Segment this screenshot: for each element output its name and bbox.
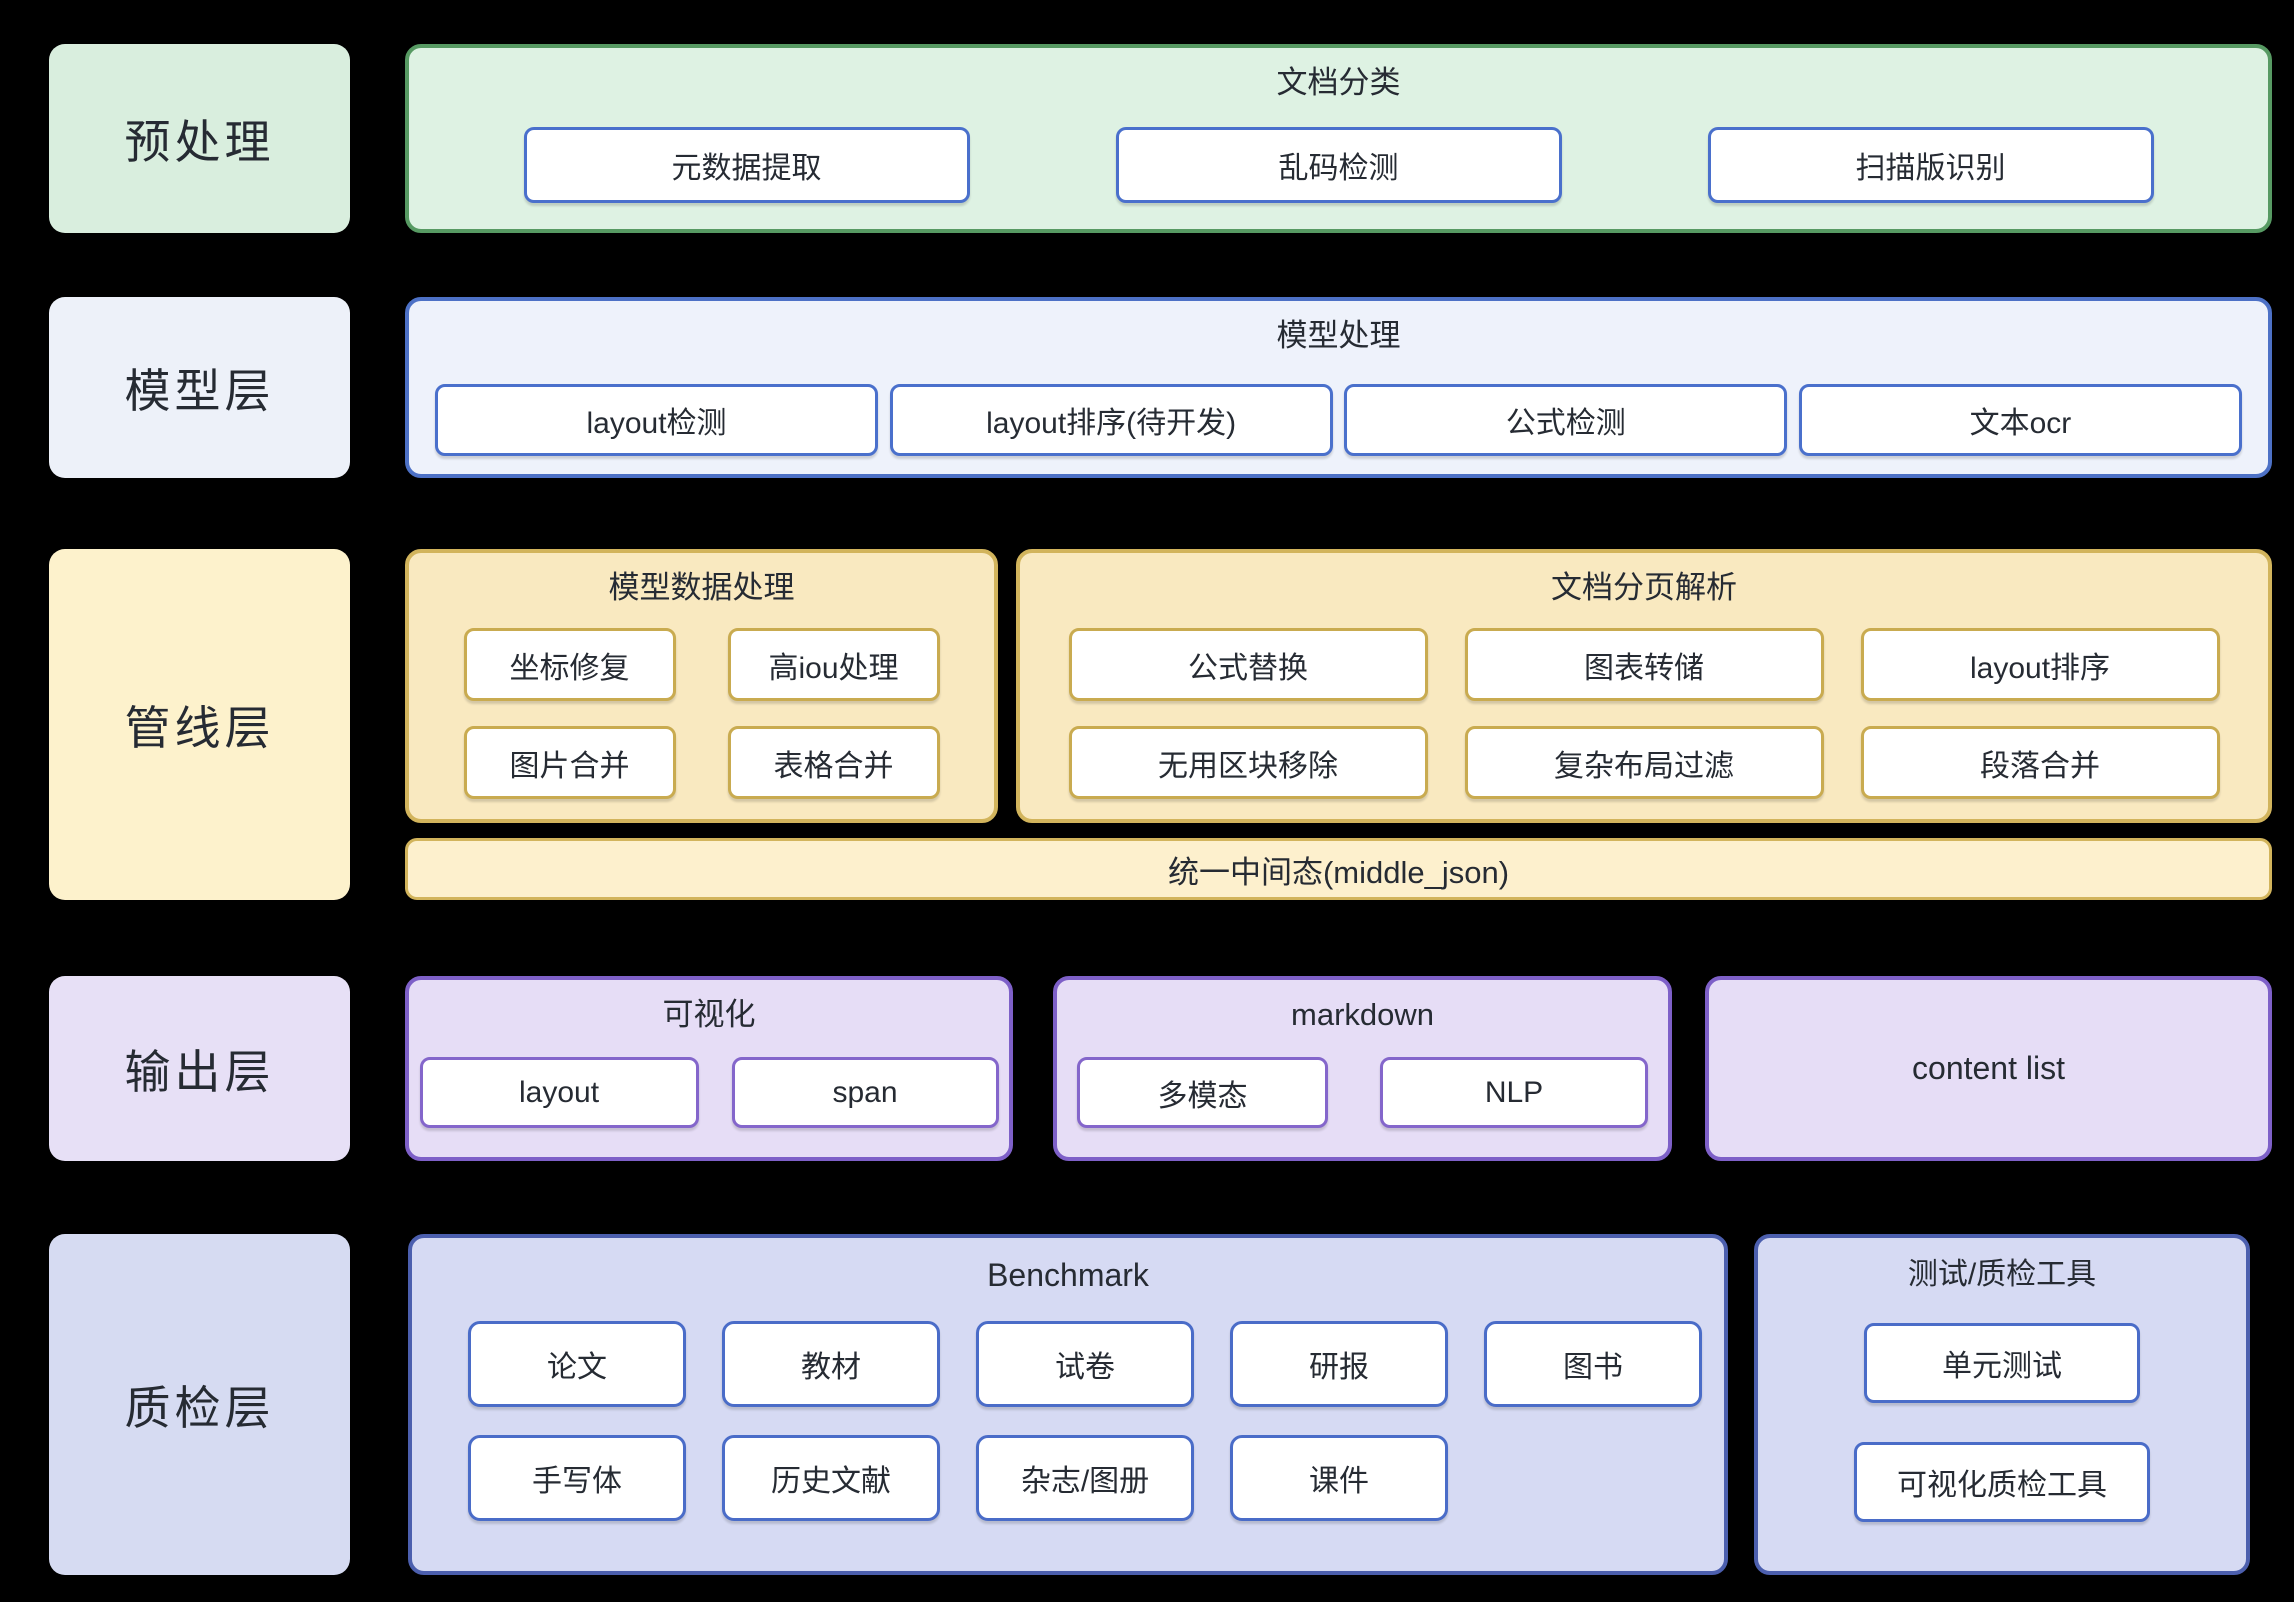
- node-magazines-albums: 杂志/图册: [976, 1435, 1194, 1521]
- node-garbled-text-detection: 乱码检测: [1115, 127, 1562, 203]
- node-paragraph-merge: 段落合并: [1860, 726, 2220, 799]
- model-data-row-1: 坐标修复 高iou处理: [409, 628, 994, 701]
- node-image-merge: 图片合并: [463, 726, 676, 799]
- node-high-iou-processing: 高iou处理: [727, 628, 940, 701]
- visualization-nodes: layout span: [409, 1057, 1009, 1128]
- node-exam-papers: 试卷: [976, 1321, 1194, 1407]
- node-metadata-extraction: 元数据提取: [523, 127, 970, 203]
- node-text-ocr: 文本ocr: [1798, 384, 2242, 456]
- panel-page-parsing: 文档分页解析 公式替换 图表转储 layout排序 无用区块移除 复杂布局过滤 …: [1016, 549, 2272, 823]
- panel-benchmark-title: Benchmark: [987, 1257, 1149, 1293]
- layer-label-model: 模型层: [49, 297, 350, 478]
- node-scanned-doc-recognition: 扫描版识别: [1707, 127, 2154, 203]
- node-layout-detection: layout检测: [435, 384, 878, 456]
- panel-model-processing: 模型处理 layout检测 layout排序(待开发) 公式检测 文本ocr: [405, 297, 2272, 478]
- panel-doc-classification-title: 文档分类: [1276, 65, 1401, 100]
- page-parsing-row-2: 无用区块移除 复杂布局过滤 段落合并: [1020, 726, 2268, 799]
- node-multimodal: 多模态: [1077, 1057, 1328, 1128]
- node-nlp: NLP: [1380, 1057, 1648, 1128]
- panel-content-list: content list: [1705, 976, 2272, 1161]
- tools-row-1: 单元测试: [1758, 1323, 2246, 1403]
- panel-page-parsing-title: 文档分页解析: [1551, 570, 1737, 605]
- doc-classification-nodes: 元数据提取 乱码检测 扫描版识别: [409, 127, 2268, 203]
- panel-model-data-processing-title: 模型数据处理: [608, 570, 795, 605]
- panel-visualization-title: 可视化: [662, 997, 756, 1032]
- node-research-reports: 研报: [1230, 1321, 1448, 1407]
- model-data-row-2: 图片合并 表格合并: [409, 726, 994, 799]
- node-formula-detection: 公式检测: [1344, 384, 1788, 456]
- bar-middle-json: 统一中间态(middle_json): [405, 838, 2272, 900]
- node-coordinate-fix: 坐标修复: [463, 628, 676, 701]
- node-textbooks: 教材: [722, 1321, 940, 1407]
- markdown-nodes: 多模态 NLP: [1057, 1057, 1668, 1128]
- node-historical-documents: 历史文献: [722, 1435, 940, 1521]
- node-layout-sort: layout排序: [1860, 628, 2220, 701]
- page-parsing-row-1: 公式替换 图表转储 layout排序: [1020, 628, 2268, 701]
- panel-model-processing-title: 模型处理: [1276, 318, 1401, 353]
- node-books: 图书: [1484, 1321, 1702, 1407]
- panel-benchmark: Benchmark 论文 教材 试卷 研报 图书 手写体 历史文献 杂志/图册 …: [408, 1234, 1728, 1575]
- node-table-merge: 表格合并: [727, 726, 940, 799]
- node-useless-block-removal: 无用区块移除: [1068, 726, 1428, 799]
- panel-test-qc-tools-title: 测试/质检工具: [1907, 1258, 2097, 1291]
- node-papers: 论文: [468, 1321, 686, 1407]
- node-courseware: 课件: [1230, 1435, 1448, 1521]
- node-unit-test: 单元测试: [1864, 1323, 2140, 1403]
- panel-markdown: markdown 多模态 NLP: [1053, 976, 1672, 1161]
- layer-label-preprocess: 预处理: [49, 44, 350, 233]
- node-visual-qc-tool: 可视化质检工具: [1854, 1442, 2150, 1522]
- node-chart-dump: 图表转储: [1464, 628, 1824, 701]
- node-handwriting: 手写体: [468, 1435, 686, 1521]
- node-span-vis: span: [731, 1057, 999, 1128]
- panel-markdown-title: markdown: [1291, 997, 1434, 1032]
- node-layout-vis: layout: [419, 1057, 699, 1128]
- panel-model-data-processing: 模型数据处理 坐标修复 高iou处理 图片合并 表格合并: [405, 549, 998, 823]
- node-complex-layout-filter: 复杂布局过滤: [1464, 726, 1824, 799]
- layer-label-output: 输出层: [49, 976, 350, 1161]
- panel-test-qc-tools: 测试/质检工具 单元测试 可视化质检工具: [1754, 1234, 2250, 1575]
- node-layout-sort-wip: layout排序(待开发): [889, 384, 1333, 456]
- benchmark-row-2: 手写体 历史文献 杂志/图册 课件: [412, 1435, 1724, 1521]
- layer-label-pipeline: 管线层: [49, 549, 350, 900]
- panel-doc-classification: 文档分类 元数据提取 乱码检测 扫描版识别: [405, 44, 2272, 233]
- node-formula-replace: 公式替换: [1068, 628, 1428, 701]
- benchmark-row-1: 论文 教材 试卷 研报 图书: [412, 1321, 1724, 1407]
- layer-label-qc: 质检层: [49, 1234, 350, 1575]
- panel-visualization: 可视化 layout span: [405, 976, 1013, 1161]
- model-processing-nodes: layout检测 layout排序(待开发) 公式检测 文本ocr: [409, 384, 2268, 456]
- tools-row-2: 可视化质检工具: [1758, 1442, 2246, 1522]
